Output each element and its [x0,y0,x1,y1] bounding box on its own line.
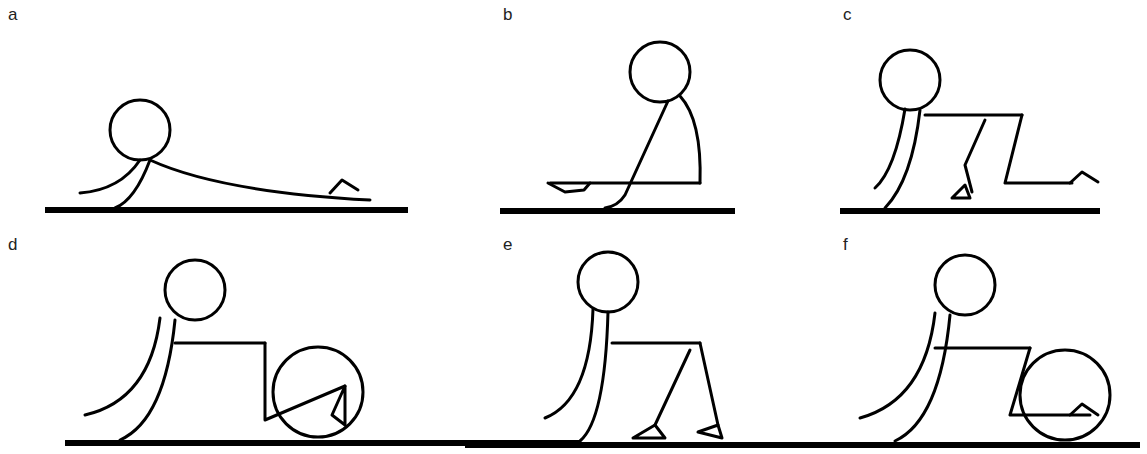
figure-crawling [840,50,1100,211]
figure-sitting [500,42,735,211]
figure-lying-prone [45,100,408,210]
panel-letter: e [503,236,512,253]
panel-letter: c [843,6,852,23]
panel-letter: a [8,6,17,23]
figure-with-ball [65,260,580,443]
figure-with-ball-2 [840,255,1140,445]
panel-letter: d [8,236,17,253]
figure-kneeling [465,252,880,445]
panel-letter: b [503,6,512,23]
panel-letter: f [843,236,848,253]
